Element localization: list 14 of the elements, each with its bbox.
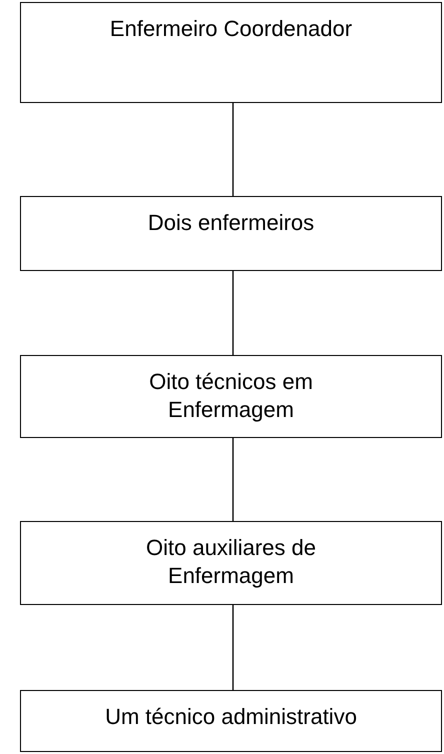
org-box	[20, 355, 442, 438]
connector-line	[232, 271, 234, 355]
connector-line	[232, 103, 234, 196]
box-text: Oito técnicos em Enfermagem	[148, 368, 314, 424]
box-text: Enfermeiro Coordenador	[110, 15, 352, 43]
org-box	[20, 2, 442, 103]
org-box	[20, 521, 442, 605]
box-text: Dois enfermeiros	[148, 209, 314, 237]
org-box	[20, 690, 442, 752]
connector-line	[232, 605, 234, 690]
org-box	[20, 196, 442, 271]
box-text: Oito auxiliares de Enfermagem	[145, 534, 317, 590]
connector-line	[232, 438, 234, 521]
box-text: Um técnico administrativo	[105, 703, 357, 731]
